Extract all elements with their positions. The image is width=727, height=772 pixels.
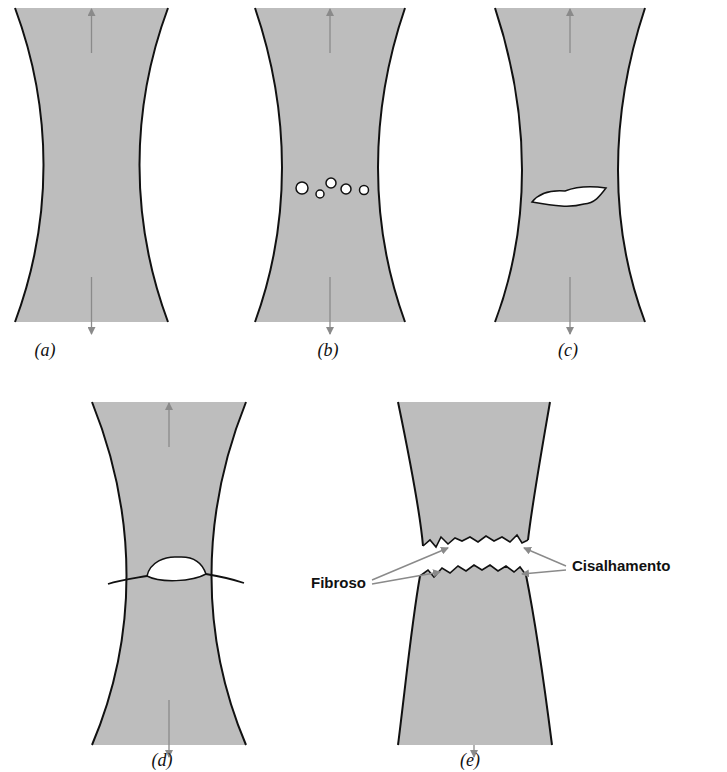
specimen-edge — [140, 8, 169, 322]
tension-arrow — [329, 277, 330, 334]
tension-arrow — [168, 700, 169, 757]
stage-caption: (a) — [35, 340, 56, 361]
stage-caption: (d) — [152, 750, 173, 771]
stage-caption: (e) — [460, 750, 480, 771]
stage-caption: (c) — [558, 340, 578, 361]
specimen-edge — [378, 8, 405, 322]
tensile-specimen — [495, 8, 645, 322]
tension-arrow — [168, 403, 169, 447]
tension-arrow — [329, 9, 330, 53]
specimen-edge — [618, 8, 645, 322]
tensile-specimen — [255, 8, 405, 322]
tension-arrow — [91, 9, 92, 53]
tensile-specimen — [15, 8, 168, 322]
tensile-specimen — [92, 402, 246, 745]
shear-line — [108, 574, 244, 584]
leader-arrows — [372, 548, 566, 584]
specimen-edge — [15, 8, 44, 322]
callout-label: Cisalhamento — [570, 557, 672, 574]
crack-propagation — [147, 557, 206, 581]
tension-arrow — [91, 277, 92, 334]
specimen-edge — [212, 402, 247, 745]
specimen-edge — [255, 8, 282, 322]
microvoids — [296, 178, 369, 198]
specimen-edge — [92, 402, 127, 745]
callout-label: Fibroso — [309, 574, 368, 591]
coalesced-crack — [532, 187, 606, 206]
tension-arrow — [569, 277, 570, 334]
tension-arrow — [569, 9, 570, 53]
specimen-edge — [495, 8, 522, 322]
stage-caption: (b) — [318, 340, 339, 361]
